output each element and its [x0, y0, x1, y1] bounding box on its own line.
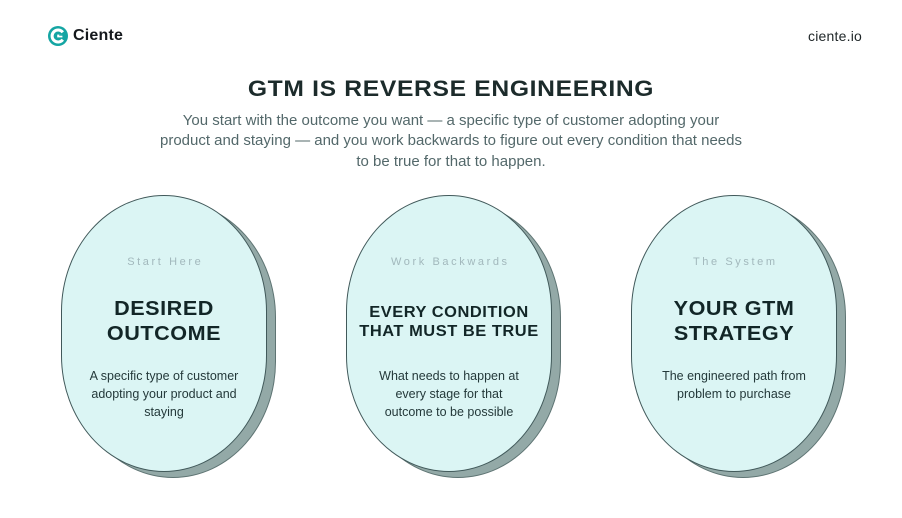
card-every-condition: Work Backwards EVERY CONDITION THAT MUST…	[346, 195, 561, 478]
page-title: GTM IS REVERSE ENGINEERING	[247, 76, 655, 101]
card-face: Work Backwards EVERY CONDITION THAT MUST…	[346, 195, 552, 472]
card-label: The System	[692, 256, 778, 268]
card-heading: YOUR GTM STRATEGY	[673, 298, 795, 345]
brand-name: Ciente	[73, 27, 124, 44]
ciente-logo-icon	[48, 26, 68, 46]
card-body: The engineered path from problem to purc…	[662, 369, 806, 401]
page-subtitle: You start with the outcome you want — a …	[159, 112, 742, 170]
card-body: A specific type of customer adopting you…	[89, 369, 239, 419]
card-face: The System YOUR GTM STRATEGY The enginee…	[631, 195, 837, 472]
card-label: Start Here	[127, 256, 204, 268]
card-desired-outcome: Start Here DESIRED OUTCOME A specific ty…	[61, 195, 276, 478]
card-heading: DESIRED OUTCOME	[106, 298, 222, 345]
card-face: Start Here DESIRED OUTCOME A specific ty…	[61, 195, 267, 472]
site-url: ciente.io	[808, 28, 862, 44]
cards-row: Start Here DESIRED OUTCOME A specific ty…	[61, 195, 846, 478]
card-body: What needs to happen at every stage for …	[379, 369, 519, 419]
card-label: Work Backwards	[390, 256, 510, 268]
header: Ciente ciente.io	[48, 26, 862, 46]
card-gtm-strategy: The System YOUR GTM STRATEGY The enginee…	[631, 195, 846, 478]
card-heading: EVERY CONDITION THAT MUST BE TRUE	[359, 303, 539, 340]
brand-logo: Ciente	[48, 26, 123, 46]
